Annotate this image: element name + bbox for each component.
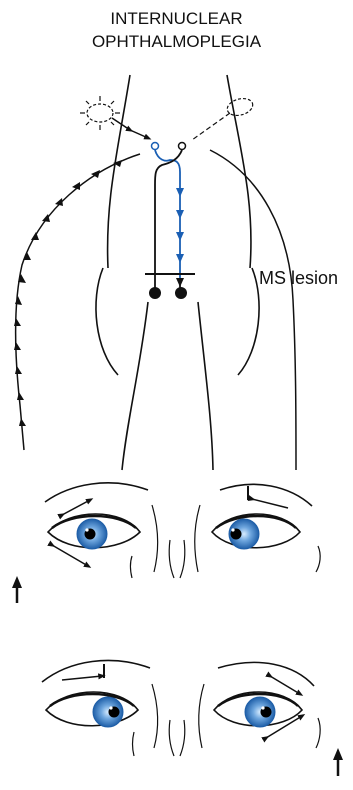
- nucleus-right-top: [179, 143, 186, 150]
- light-ray-arrow: [112, 118, 148, 138]
- lower-arrow-left-top: [62, 676, 102, 680]
- lower-arrow-right-top: [270, 676, 300, 694]
- upper-arrow-right-top: [252, 499, 288, 508]
- face-lower: [42, 660, 320, 756]
- right-outer-curve: [210, 150, 296, 470]
- black-mlf-pathway: [155, 150, 182, 290]
- oculomotor-nucleus-left: [149, 287, 161, 299]
- up-arrow-icon: [12, 576, 22, 603]
- nucleus-left-top: [152, 143, 159, 150]
- up-arrow-icon-right: [333, 748, 343, 776]
- descending-arrows-left: [14, 160, 122, 426]
- face-upper: [45, 483, 320, 578]
- blue-crossing-pathway: [155, 150, 180, 282]
- upper-arrow-left-top: [62, 500, 90, 515]
- down-arrow-right: [176, 278, 184, 287]
- abducens-nucleus-right: [175, 287, 187, 299]
- dark-ray-line: [192, 113, 230, 140]
- descending-pathway-left: [16, 154, 140, 450]
- dashed-cloud-icon: [225, 96, 254, 118]
- upper-arrow-left-bottom: [52, 545, 88, 566]
- brainstem-outline: [96, 75, 259, 470]
- sun-icon: [80, 96, 120, 130]
